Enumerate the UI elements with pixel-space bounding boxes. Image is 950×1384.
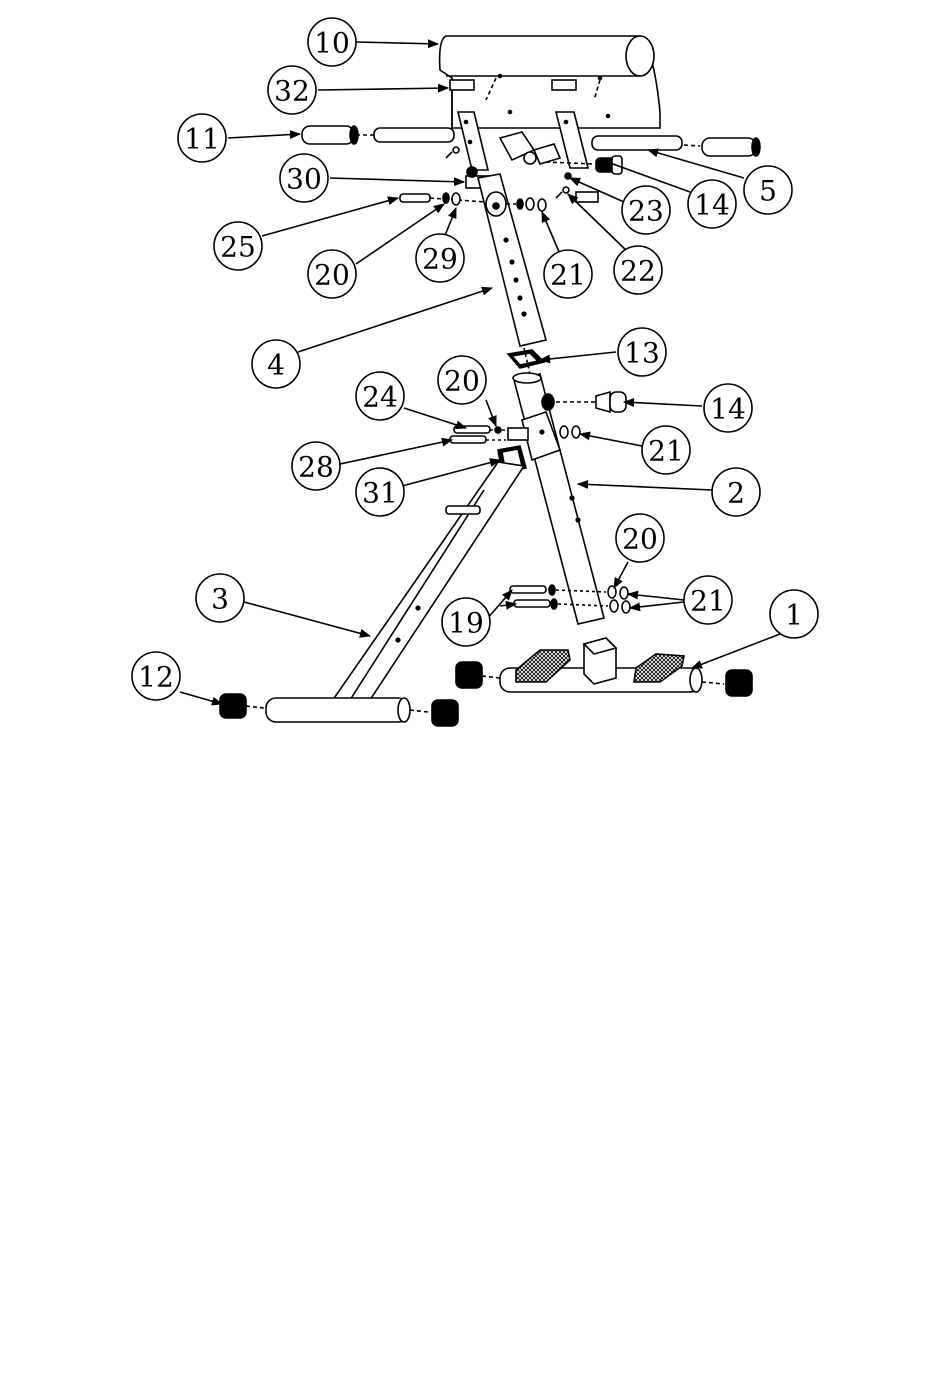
callout-square-plug: 31	[356, 468, 404, 516]
leader-25	[262, 198, 398, 236]
callout-bolt-mid: 24	[356, 372, 404, 420]
leader-1	[692, 634, 780, 668]
leader-11	[228, 134, 300, 138]
callout-number: 3	[211, 583, 229, 616]
callout-nut-mid: 21	[642, 426, 690, 474]
callout-number: 20	[444, 365, 480, 398]
callout-number: 25	[220, 231, 256, 264]
callout-number: 31	[362, 477, 398, 510]
leader-21a	[542, 212, 560, 254]
leader-20c	[614, 562, 628, 588]
callout-end-cap-round: 12	[132, 652, 180, 700]
callout-pop-pin-knob: 14	[704, 384, 752, 432]
callout-nut-lower: 21	[684, 576, 732, 624]
callout-number: 29	[422, 243, 458, 276]
callout-number: 5	[759, 175, 777, 208]
callout-number: 20	[314, 259, 350, 292]
leader-21b	[580, 434, 642, 446]
front-stabilizer-drawing	[456, 638, 752, 696]
callout-front-stabilizer: 1	[770, 590, 818, 638]
mid-bolts-drawing	[450, 426, 580, 443]
callout-spacer: 23	[622, 186, 670, 234]
leader-30	[330, 178, 464, 182]
upper-post-drawing	[478, 174, 546, 346]
leader-10	[356, 42, 438, 44]
leader-21c2	[630, 602, 684, 608]
callout-foam-roller-left: 11	[178, 114, 226, 162]
callout-main-frame: 2	[712, 468, 760, 516]
callout-number: 4	[267, 349, 285, 382]
callout-back-pad: 10	[308, 18, 356, 66]
callout-number: 32	[274, 75, 310, 108]
callout-number: 11	[184, 123, 220, 156]
callout-bolt-long: 25	[214, 222, 262, 270]
callout-number: 1	[785, 599, 803, 632]
callout-number: 19	[448, 607, 484, 640]
leader-28	[340, 440, 452, 464]
callout-number: 21	[690, 585, 726, 618]
callout-number: 14	[694, 189, 730, 222]
callout-number: 10	[314, 27, 350, 60]
callout-number: 13	[624, 337, 660, 370]
callout-number: 22	[620, 255, 656, 288]
callout-number: 2	[727, 477, 745, 510]
callout-washer-upper: 20	[308, 250, 356, 298]
callout-number: 30	[286, 163, 322, 196]
callout-number: 21	[648, 435, 684, 468]
callout-bolt-lower: 19	[442, 598, 490, 646]
leader-22	[568, 194, 630, 254]
callout-upper-bracket: 30	[280, 154, 328, 202]
upper-bolt-drawing	[400, 193, 546, 211]
callout-roller-axle: 5	[744, 166, 792, 214]
callout-number: 21	[550, 259, 586, 292]
callout-number: 12	[138, 661, 174, 694]
leader-20b	[486, 400, 496, 426]
leader-32	[318, 88, 448, 90]
leader-29	[444, 208, 456, 238]
callout-washer-mid: 20	[438, 356, 486, 404]
callout-number: 14	[710, 393, 746, 426]
callout-number: 28	[298, 451, 334, 484]
callout-rear-stabilizer: 3	[196, 574, 244, 622]
pop-pin-drawing	[556, 392, 626, 412]
callout-washer-lower: 20	[616, 514, 664, 562]
leader-12	[180, 692, 222, 704]
callout-number: 24	[362, 381, 398, 414]
callout-small-screw: 22	[614, 246, 662, 294]
leader-3	[244, 602, 370, 636]
callout-upper-post: 4	[252, 340, 300, 388]
callout-end-cap-square: 13	[618, 328, 666, 376]
leader-2	[578, 484, 712, 490]
callout-pad-bracket: 32	[268, 66, 316, 114]
leader-24	[404, 408, 466, 428]
leader-14b	[624, 402, 702, 406]
callout-number: 23	[628, 195, 664, 228]
callout-knob-upper: 14	[688, 180, 736, 228]
leader-21c1	[628, 594, 684, 600]
callout-number: 20	[622, 523, 658, 556]
square-cap-drawing	[508, 348, 544, 374]
callout-bolt-pivot: 28	[292, 442, 340, 490]
callout-nut-upper: 29	[416, 234, 464, 282]
callout-nut-pair-upper: 21	[544, 250, 592, 298]
leader-13	[540, 352, 616, 360]
